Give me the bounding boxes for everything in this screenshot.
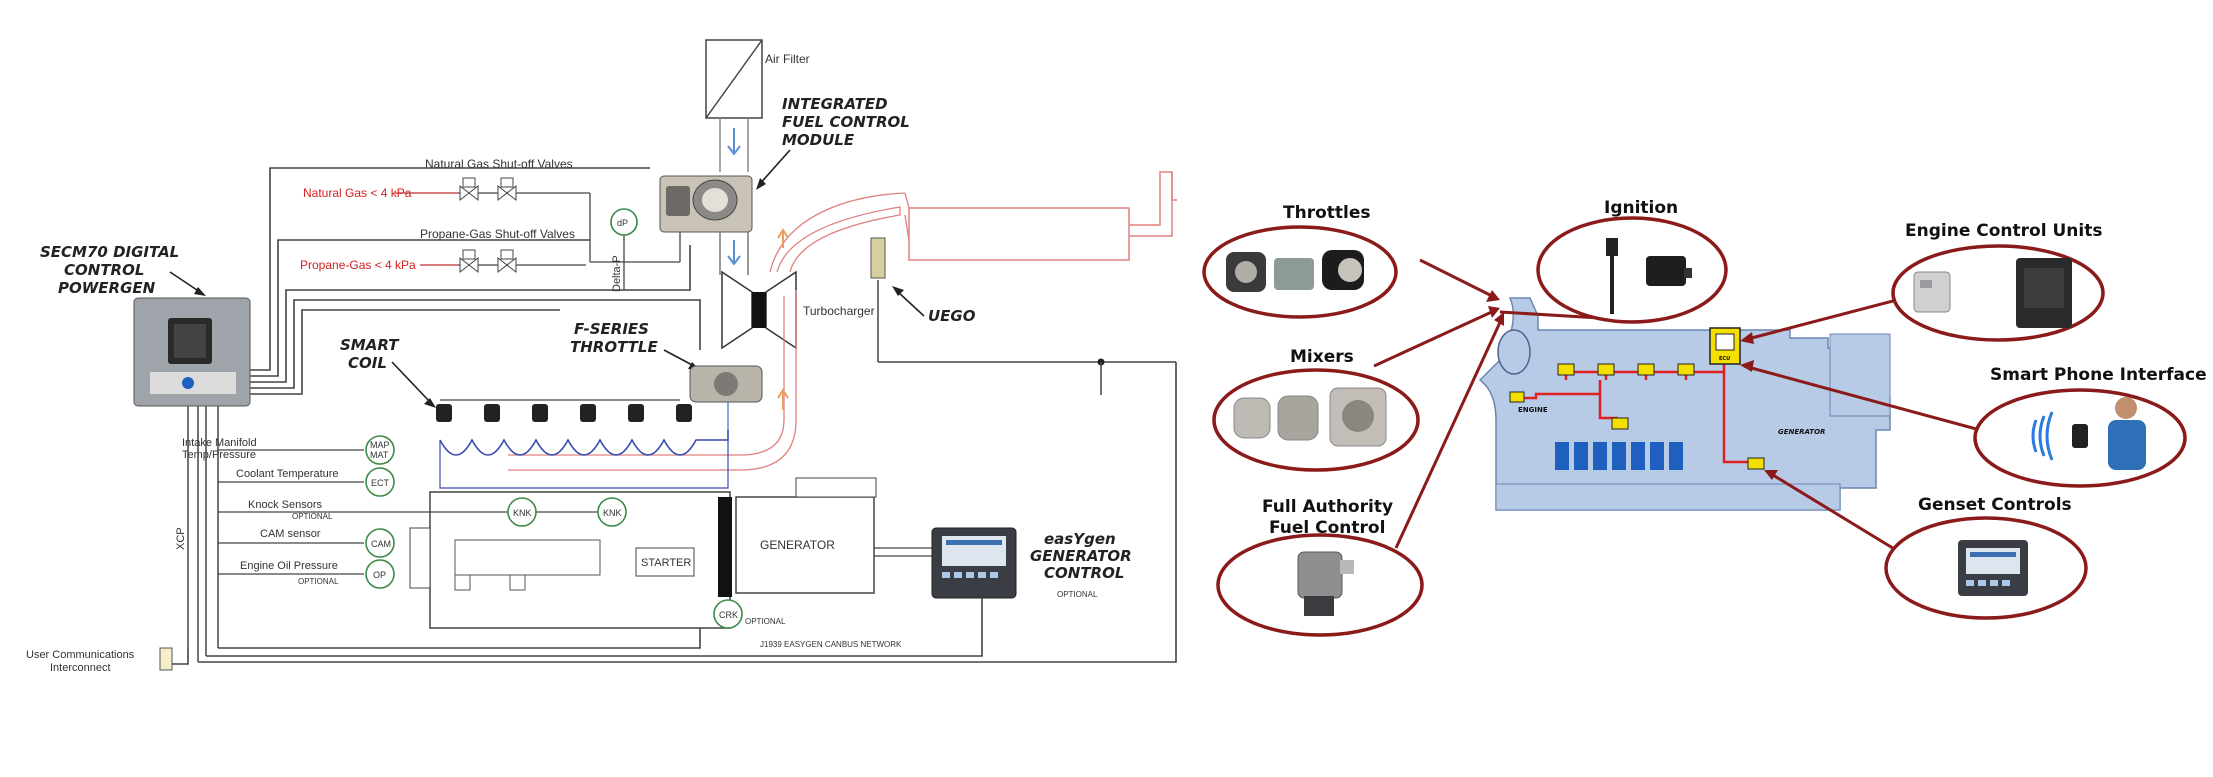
ignition-callout <box>1536 216 1728 324</box>
throttles-images <box>1226 250 1364 292</box>
ng-supply-label: Natural Gas < 4 kPa <box>303 186 412 200</box>
coolant-label: Coolant Temperature <box>236 468 339 480</box>
ifcm-label-2: FUEL CONTROL <box>782 113 910 131</box>
ifcm-label-3: MODULE <box>782 131 855 149</box>
ignition-coils <box>436 404 692 422</box>
genset-title: Genset Controls <box>1918 495 2072 515</box>
user-comm-label-1: User Communications <box>26 649 135 661</box>
map-mat-sensor <box>365 435 395 465</box>
op-sensor <box>365 559 395 589</box>
turbocharger-label: Turbocharger <box>803 304 875 318</box>
ng-valves-label: Natural Gas Shut-off Valves <box>425 157 573 171</box>
lp-valves-label: Propane-Gas Shut-off Valves <box>420 227 575 241</box>
knk-sensor-2 <box>597 497 627 527</box>
throttle-body <box>689 365 763 403</box>
smart-coil-label-2: COIL <box>348 354 387 372</box>
easygen-optional: OPTIONAL <box>1057 590 1098 599</box>
ecu-images <box>1913 258 2072 328</box>
op-label: OP <box>373 570 386 580</box>
uego-label: UEGO <box>928 307 976 325</box>
user-comm-label-2: Interconnect <box>50 662 111 674</box>
starter-box <box>635 547 695 577</box>
cam-label: CAM <box>371 539 391 549</box>
easygen-label-1: easYgen <box>1044 530 1116 548</box>
knk-label-2: KNK <box>603 508 622 518</box>
easygen-label-3: CONTROL <box>1044 564 1124 582</box>
turbocharger <box>721 270 797 350</box>
cylinders <box>1555 442 1683 470</box>
knk-sensor-1 <box>507 497 537 527</box>
starter-label: STARTER <box>641 557 691 569</box>
arrow-heads <box>1486 290 1778 480</box>
secm70-controller <box>133 297 251 407</box>
oil-optional: OPTIONAL <box>298 577 339 586</box>
fuel-control-schematic: Air Filter INTEGRATED FUEL CONTROL MODUL… <box>26 39 1177 674</box>
ignition-images <box>1606 238 1692 314</box>
engine-label: ENGINE <box>1518 406 1548 414</box>
knock-optional: OPTIONAL <box>292 512 333 521</box>
ifcm-label-1: INTEGRATED <box>782 95 888 113</box>
intake-label-2: Temp/Pressure <box>182 449 256 461</box>
ecu-label: ECU <box>1719 356 1730 362</box>
easygen-label-2: GENERATOR <box>1030 547 1132 565</box>
cam-sensor <box>365 528 395 558</box>
crk-optional: OPTIONAL <box>745 617 786 626</box>
intake-label-1: Intake Manifold <box>182 437 257 449</box>
dp-label: dP <box>617 218 628 228</box>
lp-supply-label: Propane-Gas < 4 kPa <box>300 258 416 272</box>
user-comm-connector <box>159 647 173 671</box>
smartphone-images <box>2031 397 2146 470</box>
xcp-label: XCP <box>175 527 187 550</box>
sensor-pins <box>1509 363 1765 470</box>
f-throttle-label-1: F-SERIES <box>574 320 649 338</box>
ecu-units-title: Engine Control Units <box>1905 221 2102 241</box>
mixers-images <box>1233 387 1387 447</box>
fuel-control-image <box>1297 551 1354 616</box>
throttles-title: Throttles <box>1283 203 1371 223</box>
full-auth-title-2: Fuel Control <box>1269 518 1385 538</box>
smart-coil-label-1: SMART <box>340 336 400 354</box>
uego-sensor <box>870 237 886 279</box>
ect-label: ECT <box>371 478 390 488</box>
f-throttle-label-2: THROTTLE <box>570 338 658 356</box>
cam-sensor-label: CAM sensor <box>260 528 321 540</box>
generator-label: GENERATOR <box>760 538 835 552</box>
easygen-controller <box>931 527 1017 599</box>
generator-label-right: GENERATOR <box>1778 428 1825 436</box>
callout-arrows <box>1373 258 1981 552</box>
ect-sensor <box>365 467 395 497</box>
delta-p-label: Delta-P <box>611 255 623 292</box>
map-label: MAP <box>370 440 390 450</box>
mat-label: MAT <box>370 450 389 460</box>
genset-control-image <box>1958 540 2028 596</box>
crk-label: CRK <box>719 610 738 620</box>
secm-label-1: SECM70 DIGITAL <box>40 243 179 261</box>
secm-label-2: CONTROL <box>64 261 144 279</box>
ifcm-device <box>659 175 753 233</box>
oil-label: Engine Oil Pressure <box>240 560 338 572</box>
ignition-title: Ignition <box>1604 198 1678 218</box>
full-auth-title-1: Full Authority <box>1262 497 1393 517</box>
genset-block <box>1478 297 1891 511</box>
canbus-label: J1939 EASYGEN CANBUS NETWORK <box>760 640 902 649</box>
secm-label-3: POWERGEN <box>58 279 156 297</box>
crk-sensor <box>713 599 743 629</box>
knk-label-1: KNK <box>513 508 532 518</box>
knock-label: Knock Sensors <box>248 499 322 511</box>
genset-overview: ENGINE GENERATOR ECU <box>1202 198 2207 637</box>
air-filter-label: Air Filter <box>765 52 810 66</box>
smartphone-title: Smart Phone Interface <box>1990 365 2207 385</box>
mixers-title: Mixers <box>1290 347 1354 367</box>
